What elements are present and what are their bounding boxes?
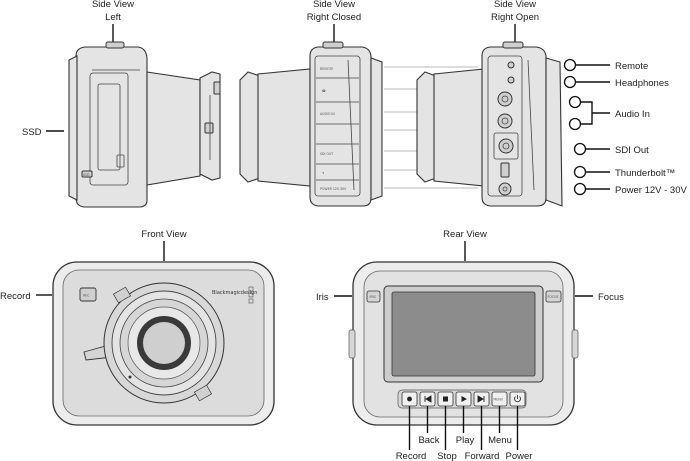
headphones-label: Headphones [615,78,669,89]
power-input-label: Power 12V - 30V [615,185,687,196]
rear-view-camera: IRIS FOCUS MENU [348,261,579,426]
open-port-remote [507,61,515,69]
svg-text:SSD: SSD [83,173,90,177]
front-view-title: Front View [141,229,186,240]
open-port-power [498,182,512,196]
open-port-audio-1 [497,91,513,107]
audio-in-label: Audio In [615,109,650,120]
closed-port-power: POWER 12V-30V [320,187,347,191]
side-right-closed-title-1: Side View [313,0,355,10]
side-right-open-title-1: Side View [494,0,536,10]
forward-label: Forward [465,451,500,461]
svg-text:☎: ☎ [322,89,326,93]
rear-focus-button [545,290,562,303]
side-right-closed-title-2: Right Closed [307,12,361,23]
svg-text:REC: REC [83,294,90,298]
side-right-open-title-2: Right Open [491,12,539,23]
rear-button-callouts [408,406,519,450]
iris-label: Iris [316,292,329,303]
svg-text:IRIS: IRIS [370,295,376,299]
connector-callouts: Remote Headphones Audio In SDI Out Thund… [563,58,687,196]
svg-text:FOCUS: FOCUS [548,295,559,299]
remote-label: Remote [615,61,648,72]
power-label: Power [506,451,533,461]
thunderbolt-label: Thunderbolt™ [615,168,675,179]
side-view-right-open-camera [416,41,563,207]
svg-text:↯: ↯ [322,171,325,175]
front-rec-button [79,287,97,302]
open-port-audio-2 [497,113,513,129]
side-view-right-closed-camera: REMOTE ☎ AUDIO IN SDI OUT ↯ POWER 12V-30… [239,41,383,207]
rear-iris-button [366,290,381,303]
sdi-out-label: SDI Out [615,145,649,156]
rear-lcd-screen [391,291,536,377]
closed-port-remote: REMOTE [320,67,333,71]
side-left-title-2: Left [105,12,121,23]
open-port-sdi [498,138,514,154]
open-port-thunderbolt [500,162,510,178]
front-record-label: Record [0,291,31,302]
stop-label: Stop [437,451,457,461]
closed-port-audio: AUDIO IN [320,112,335,116]
side-view-left-camera: SSD [68,41,221,208]
front-brand-logo: Blackmagicdesign [212,290,257,296]
rear-record-label: Record [396,451,427,461]
play-label: Play [456,435,475,446]
open-port-headphones [507,76,515,84]
side-left-title-1: Side View [92,0,134,10]
back-label: Back [418,435,439,446]
focus-label: Focus [598,292,624,303]
svg-text:MENU: MENU [494,398,504,402]
closed-port-sdi: SDI OUT [320,152,333,156]
menu-label: Menu [488,435,512,446]
rear-view-title: Rear View [443,229,487,240]
ssd-label: SSD [22,127,42,138]
front-view-camera: REC Blackmagicdesign [52,261,275,426]
